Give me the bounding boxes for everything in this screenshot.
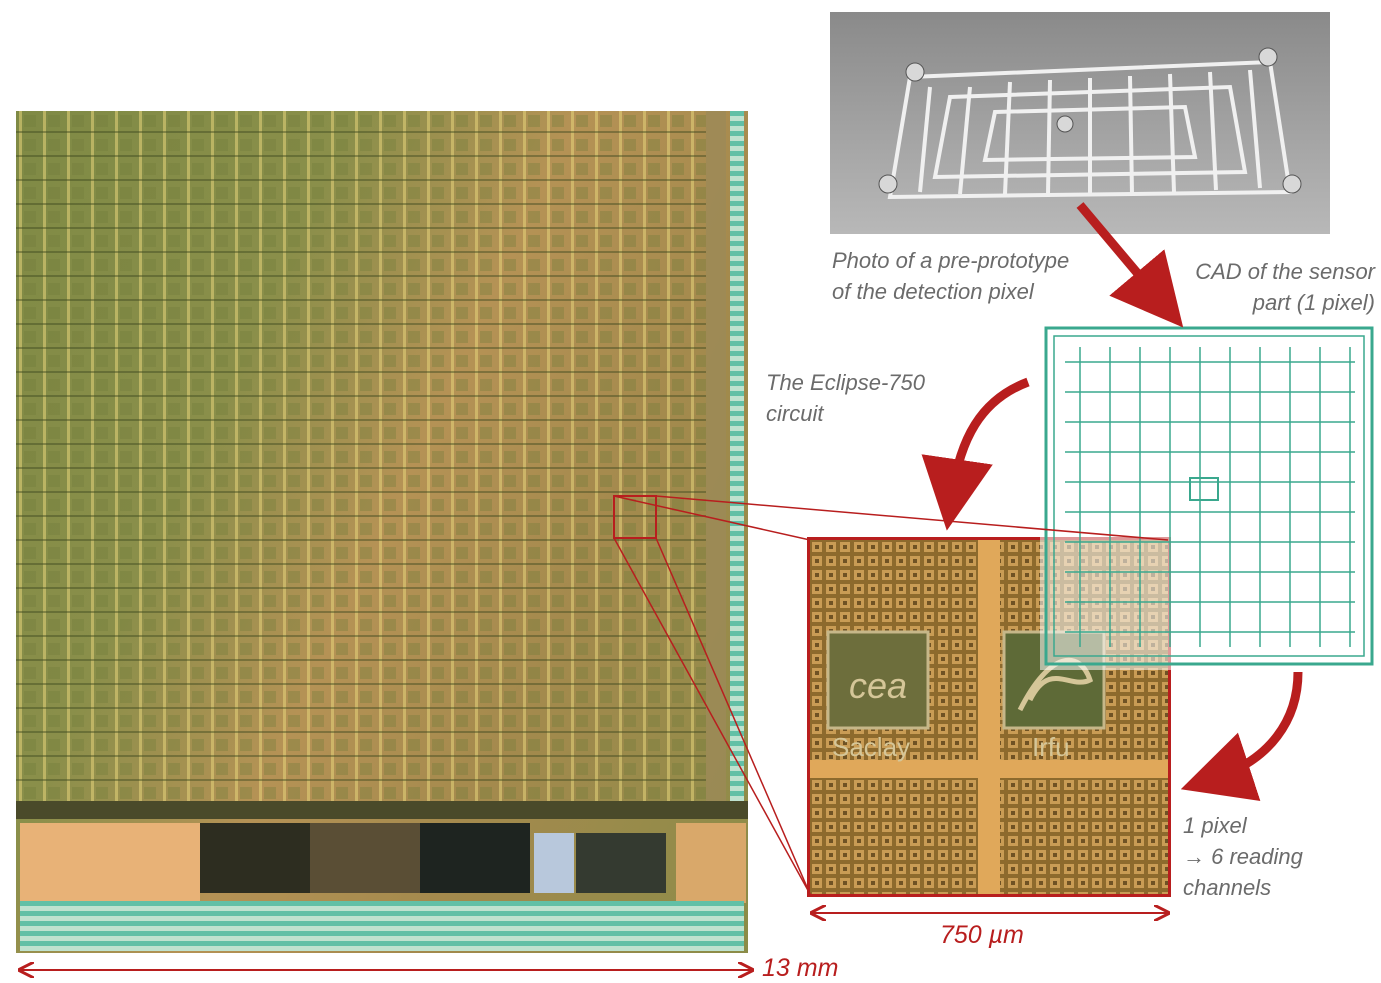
cea-logo-block — [826, 630, 930, 730]
arrow-to-reading-channels — [1180, 671, 1303, 801]
chip-photo — [16, 111, 748, 953]
zoom-selection-box — [613, 495, 657, 539]
photo-caption-line2: of the detection pixel — [832, 279, 1034, 304]
pixel-caption: 1 pixel → 6 reading channels — [1183, 810, 1303, 903]
circuit-caption-line1: The Eclipse-750 — [766, 370, 925, 395]
pixel-caption-line2: → 6 reading — [1183, 844, 1303, 869]
circuit-caption-line2: circuit — [766, 401, 824, 426]
photo-caption: Photo of a pre-prototype of the detectio… — [832, 245, 1069, 307]
irfu-label: Irfu — [1032, 732, 1070, 762]
saclay-label: Saclay — [832, 732, 910, 762]
pixel-caption-line3: channels — [1183, 875, 1272, 900]
sem-illustration — [830, 12, 1330, 234]
irfu-logo-swirl — [1017, 657, 1094, 712]
zoom-connector-lines — [613, 495, 1169, 895]
chip-logo-block — [576, 833, 666, 893]
photo-caption-line1: Photo of a pre-prototype — [832, 248, 1070, 273]
cad-caption: CAD of the sensor part (1 pixel) — [1195, 256, 1375, 318]
cea-logo-text: cea — [849, 665, 907, 706]
chip-width-label: 13 mm — [762, 954, 839, 982]
cad-caption-line1: CAD of the sensor — [1195, 259, 1375, 284]
pixel-width-label: 750 µm — [940, 921, 1024, 949]
cad-caption-line2: part (1 pixel) — [1252, 290, 1375, 315]
circuit-caption: The Eclipse-750 circuit — [766, 367, 925, 429]
cad-illustration — [1044, 326, 1374, 666]
arrow-to-circuit — [921, 377, 1030, 531]
arrow-photo-to-cad — [1076, 202, 1184, 328]
sem-photo — [830, 12, 1330, 234]
cad-drawing — [1040, 322, 1378, 670]
pixel-caption-line1: 1 pixel — [1183, 813, 1247, 838]
chip-illustration — [16, 111, 748, 951]
